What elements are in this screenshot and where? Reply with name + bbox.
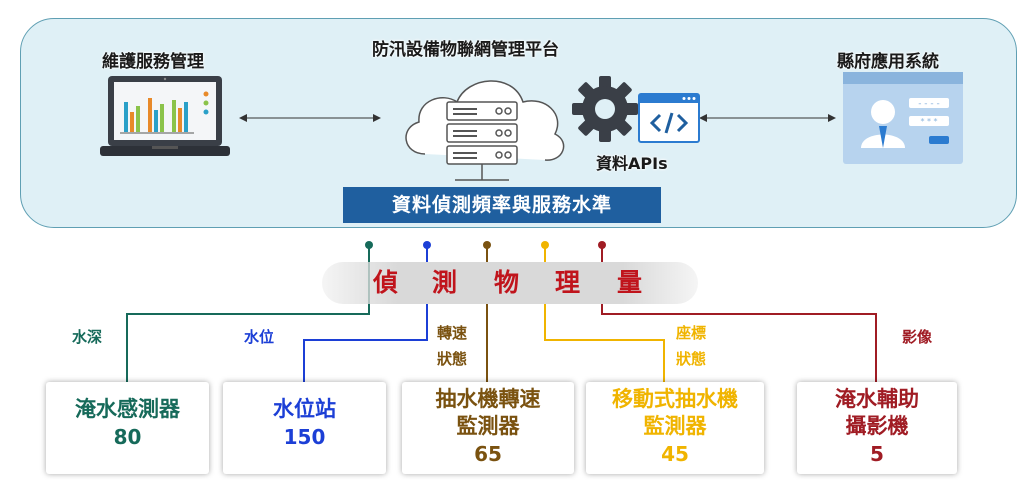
sensor-count: 65 (474, 442, 502, 466)
sensor-count: 45 (661, 442, 689, 466)
svg-text:* * *: * * * (920, 117, 937, 126)
sensor-name: 抽水機轉速 (435, 387, 541, 411)
channel-label-coordinate: 座標 狀態 (676, 324, 707, 368)
measurement-char: 物 (494, 268, 520, 297)
id-card-icon: - - - - * * * (843, 72, 963, 164)
sensor-name: 監測器 (456, 414, 520, 438)
measurement-char: 量 (617, 268, 643, 297)
sensor-name: 水位站 (273, 397, 336, 421)
measurement-char: 理 (555, 268, 581, 297)
measurement-pill (322, 262, 698, 304)
sensor-name: 攝影機 (845, 414, 909, 438)
maintenance-title: 維護服務管理 (102, 52, 204, 72)
channel-label-image: 影像 (902, 328, 933, 346)
sensor-count: 150 (283, 425, 326, 449)
svg-text:- - - -: - - - - (918, 99, 940, 109)
sensor-box-flood: 淹水感測器 80 (46, 382, 209, 474)
service-level-banner: 資料偵測頻率與服務水準 (343, 187, 661, 223)
sensor-box-camera: 淹水輔助 攝影機 5 (797, 382, 957, 474)
cloud-server-icon (405, 80, 565, 181)
sensor-name: 淹水輔助 (835, 387, 919, 411)
sensor-name: 移動式抽水機 (612, 387, 738, 411)
sensor-box-pump-speed: 抽水機轉速 監測器 65 (402, 382, 574, 474)
county-title: 縣府應用系統 (837, 52, 939, 72)
sensor-name: 監測器 (643, 414, 707, 438)
code-window-icon (638, 93, 700, 143)
measurement-char: 偵 (373, 268, 399, 297)
measurement-char: 測 (432, 268, 458, 297)
laptop-chart-icon (100, 76, 230, 156)
channel-label-depth: 水深 (72, 328, 103, 346)
sensor-name: 淹水感測器 (75, 397, 180, 421)
platform-title: 防汛設備物聯網管理平台 (372, 40, 559, 60)
sensor-count: 5 (870, 442, 884, 466)
channel-label-speed: 轉速 狀態 (437, 324, 468, 368)
channel-label-level: 水位 (244, 328, 275, 346)
api-label: 資料APIs (596, 154, 668, 173)
sensor-count: 80 (113, 425, 142, 449)
sensor-box-mobile-pump: 移動式抽水機 監測器 45 (586, 382, 764, 474)
sensor-box-water-level: 水位站 150 (223, 382, 386, 474)
gear-icon (572, 76, 638, 142)
